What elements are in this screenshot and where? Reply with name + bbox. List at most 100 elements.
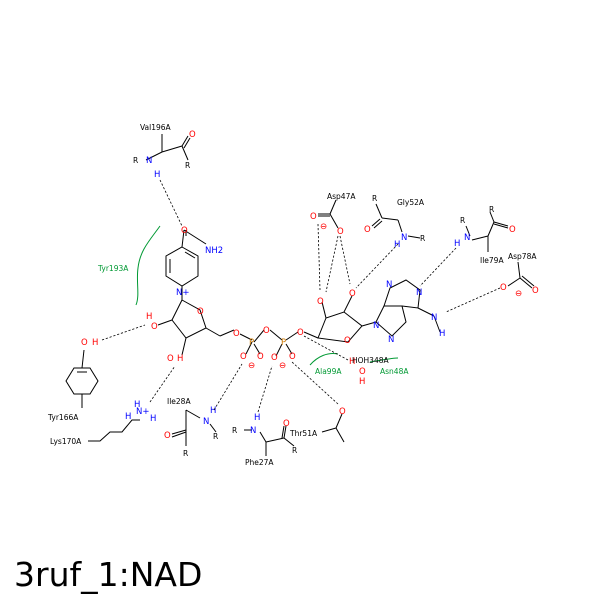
lys170-n: N+ xyxy=(136,407,149,417)
val196-h: H xyxy=(154,170,160,180)
hbond-asp78-adenine-nh2 xyxy=(445,287,501,313)
phosphate-p2: P xyxy=(281,338,286,348)
ile79-label: Ile79A xyxy=(480,256,504,265)
ribose1-o2-hydroxyl: O xyxy=(151,322,158,332)
ile79-n: N xyxy=(464,233,470,243)
phe27-label: Phe27A xyxy=(245,458,274,467)
pyridinium-nitrogen: N+ xyxy=(176,288,189,298)
hbond-ile79-adenine xyxy=(419,247,457,287)
asp47-label: Asp47A xyxy=(327,192,356,201)
adenine-nh2-h: H xyxy=(439,329,445,339)
asp47-charge: ⊖ xyxy=(320,222,327,232)
thr51-o: O xyxy=(339,407,346,417)
p2-charge: ⊖ xyxy=(279,361,286,371)
ile28-o: O xyxy=(164,431,171,441)
residue-phe27: R N H O R Phe27A xyxy=(232,413,297,467)
residue-asn48: Asn48A xyxy=(369,357,409,376)
val196-o: O xyxy=(189,130,196,140)
ribose1-o3-h: H xyxy=(177,354,183,364)
asp47-o2: O xyxy=(337,227,344,237)
ribose1-o3-hydroxyl: O xyxy=(167,354,174,364)
ile79-r: R xyxy=(489,205,494,214)
hbond-tyr166-ribose1 xyxy=(101,324,146,341)
tyr193-label: Tyr193A xyxy=(97,264,129,273)
hbond-lys170-ribose1 xyxy=(149,365,176,403)
val196-r: R xyxy=(185,161,190,170)
residue-asp78: Asp78A O O ⊖ xyxy=(500,252,539,299)
asp78-charge: ⊖ xyxy=(515,289,522,299)
amide-nh2: NH2 xyxy=(205,246,223,256)
ribose1-ring-oxygen: O xyxy=(197,307,204,317)
adenine-n1: N xyxy=(416,288,422,298)
gly52-o: O xyxy=(364,225,371,235)
hbond-water-o5b xyxy=(303,335,349,361)
asp78-o2: O xyxy=(532,286,539,296)
water-h1: H xyxy=(349,357,355,367)
ile79-r-n: R xyxy=(460,216,465,225)
ribose2-ring-oxygen: O xyxy=(344,336,351,346)
tyr166-oh-h: H xyxy=(92,338,98,348)
ile28-label: Ile28A xyxy=(167,397,191,406)
gly52-n: N xyxy=(401,233,407,243)
asn48-label: Asn48A xyxy=(380,367,409,376)
asp78-o1: O xyxy=(500,283,507,293)
phe27-h: H xyxy=(254,413,260,423)
o5-oxygen: O xyxy=(233,329,240,339)
residue-tyr166: O H Tyr166A xyxy=(47,338,99,422)
asp78-label: Asp78A xyxy=(508,252,537,261)
gly52-r: R xyxy=(372,194,377,203)
hbond-asp47-o3b xyxy=(339,235,351,285)
ile79-o: O xyxy=(509,225,516,235)
hbond-asp47-o3-ribose2 xyxy=(325,235,339,293)
phe27-r: R xyxy=(292,446,297,455)
thr51-label: Thr51A xyxy=(289,429,318,438)
bridging-oxygen: O xyxy=(263,326,270,336)
val196-r-n: R xyxy=(133,156,138,165)
ribose2-o2-hydroxyl: O xyxy=(317,297,324,307)
phosphate-p1: P xyxy=(249,338,254,348)
tyr166-oh-o: O xyxy=(81,338,88,348)
residue-ala99: Ala99A xyxy=(309,353,342,376)
ligand-title: 3ruf_1:NAD xyxy=(14,555,202,594)
hbond-val196-amide-o xyxy=(159,179,183,227)
val196-n: N xyxy=(146,156,152,166)
adenine-n9: N xyxy=(373,321,379,331)
residue-ile28: Ile28A N H O R R xyxy=(164,397,218,458)
pyridinium-ring xyxy=(165,246,199,287)
adenine-pyrimidine xyxy=(383,279,421,309)
ribose2-o3-hydroxyl: O xyxy=(349,289,356,299)
ile28-r: R xyxy=(183,449,188,458)
phe27-n: N xyxy=(250,426,256,436)
p2-o-minus: O xyxy=(271,353,278,363)
adenine-n7: N xyxy=(388,335,394,345)
asp47-o1: O xyxy=(310,212,317,222)
p2-o-double: O xyxy=(289,352,296,362)
water-o: O xyxy=(359,367,366,377)
lys170-h3: H xyxy=(150,414,156,424)
p1-charge: ⊖ xyxy=(248,361,255,371)
hoh348-label: HOH348A xyxy=(352,356,389,365)
ile79-h: H xyxy=(454,239,460,249)
hbond-gly52-ribose2 xyxy=(355,243,399,289)
phe27-r-n: R xyxy=(232,426,237,435)
residue-thr51: O Thr51A xyxy=(289,407,346,443)
ile28-n: N xyxy=(203,417,209,427)
residue-val196: Val196A O R R N H xyxy=(133,123,196,180)
ribose-ring-1 xyxy=(171,299,207,339)
nad-ligand xyxy=(157,229,441,357)
lys170-h2: H xyxy=(125,412,131,422)
ribose1-o2-h: H xyxy=(146,312,152,322)
gly52-label: Gly52A xyxy=(397,198,425,207)
residue-tyr193: Tyr193A xyxy=(97,225,161,306)
o5b-oxygen: O xyxy=(297,328,304,338)
residue-ile79: R R O N H Ile79A xyxy=(454,205,516,265)
tyr166-label: Tyr166A xyxy=(47,413,79,422)
val196-label: Val196A xyxy=(140,123,172,132)
ribose-ring-2 xyxy=(317,311,363,343)
hydrogen-bonds xyxy=(101,179,501,413)
lys170-h1: H xyxy=(134,400,140,410)
water-h2: H xyxy=(359,377,365,387)
adenine-n3: N xyxy=(386,280,392,290)
ile28-h: H xyxy=(210,406,216,416)
